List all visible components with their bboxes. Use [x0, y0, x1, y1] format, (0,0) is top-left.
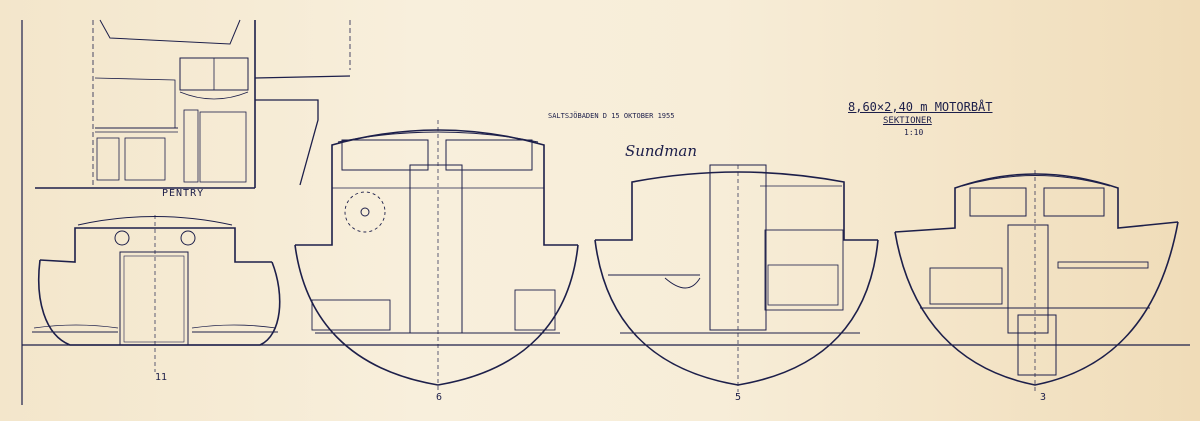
section-number-11: 11 — [155, 372, 168, 383]
reference-lines — [21, 20, 1190, 405]
section-11-drawing — [32, 216, 281, 346]
section-number-5: 5 — [735, 392, 742, 403]
section-6-drawing — [294, 129, 579, 386]
signature: Sundman — [625, 142, 698, 160]
pentry-label: PENTRY — [162, 188, 205, 199]
section-number-6: 6 — [436, 392, 443, 403]
drawing-title: 8,60×2,40 m MOTORBÅT — [848, 100, 993, 114]
section-3-drawing — [894, 173, 1179, 386]
section-5-drawing — [594, 164, 879, 386]
drawing-subtitle: SEKTIONER — [883, 116, 932, 126]
drawing-scale: 1:10 — [904, 128, 924, 137]
yard-date-note: SALTSJÖBADEN D 15 OKTOBER 1955 — [548, 112, 675, 120]
section-number-3: 3 — [1040, 392, 1047, 403]
pentry-inset-drawing — [35, 19, 351, 189]
